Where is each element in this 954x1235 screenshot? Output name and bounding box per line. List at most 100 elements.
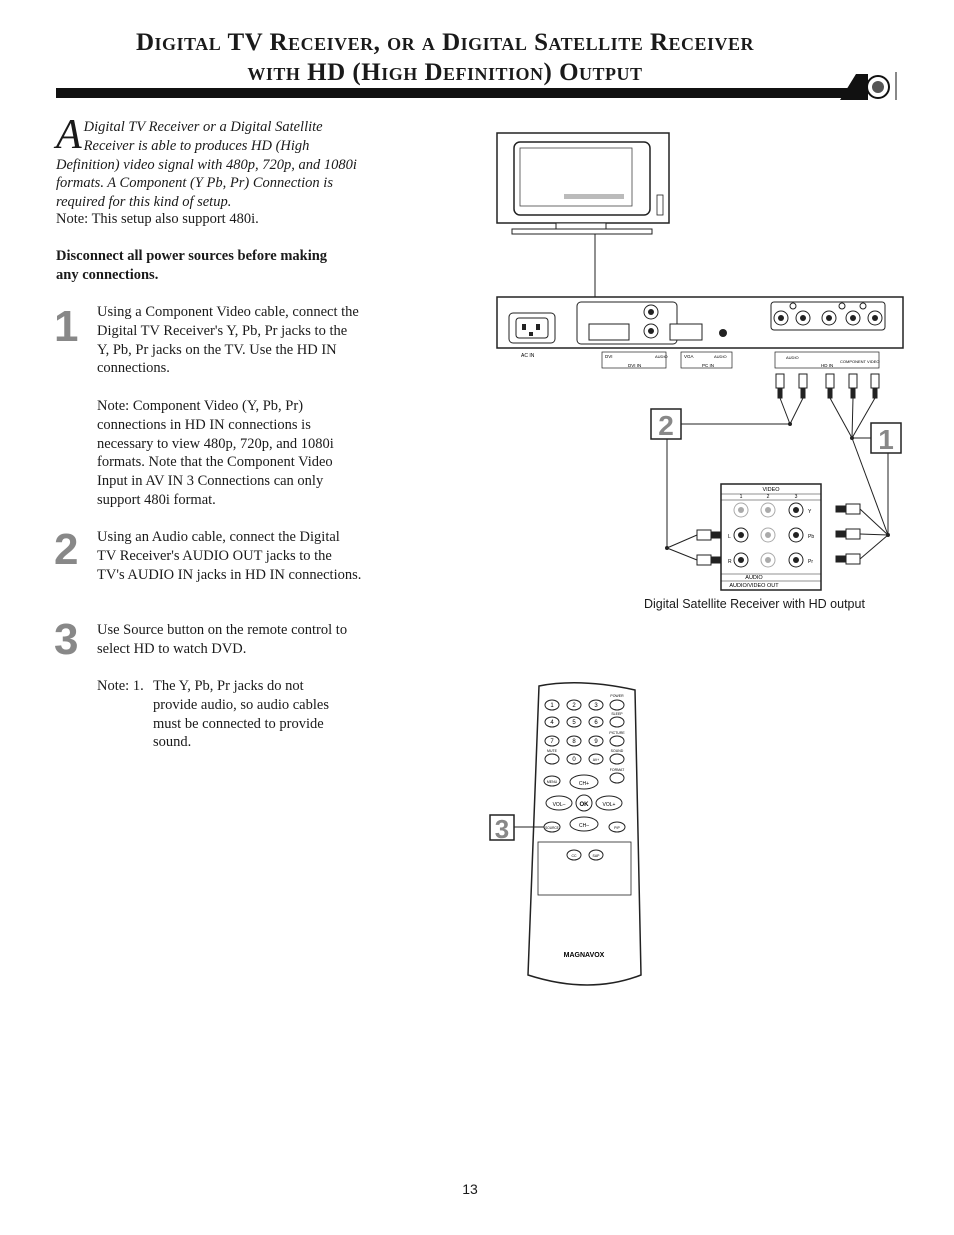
- receiver-r-label: R: [728, 559, 732, 565]
- final-note-prefix: Note: 1.: [97, 678, 144, 694]
- remote-vol-down-label: VOL–: [553, 802, 566, 808]
- page-title-line-1: Digital TV Receiver, or a Digital Satell…: [135, 29, 755, 56]
- remote-sleep-label: SLEEP: [611, 712, 623, 716]
- receiver-video-label: VIDEO: [762, 487, 780, 493]
- remote-vol-down-button[interactable]: [545, 795, 573, 811]
- remote-picture-button[interactable]: [609, 735, 625, 747]
- header-rule: [56, 88, 852, 98]
- remote-power-button[interactable]: [609, 699, 625, 711]
- step-number-1: 1: [54, 302, 79, 351]
- diagram-caption: Digital Satellite Receiver with HD outpu…: [644, 597, 865, 611]
- remote-cc-label: CC: [571, 854, 577, 858]
- remote-key-label-1: 1: [550, 703, 554, 709]
- cable-plugs-receiver: [696, 503, 861, 566]
- remote-control-illustration: 3 POWER SLEEP PICTURE SOUND FORMAT MUTE …: [489, 682, 642, 986]
- remote-sound-button[interactable]: [609, 753, 625, 765]
- remote-vol-up-button[interactable]: [595, 795, 623, 811]
- step-1-text: Using a Component Video cable, connect t…: [97, 304, 359, 377]
- step-3-text: Use Source button on the remote control …: [97, 622, 348, 657]
- step-1-note: Note: Component Video (Y, Pb, Pr) connec…: [97, 398, 334, 508]
- hd-in-label: HD IN: [821, 363, 833, 368]
- drop-cap: A: [56, 112, 82, 158]
- final-note: Note: 1. The Y, Pb, Pr jacks do not provi…: [97, 677, 362, 752]
- remote-key-label-3: 3: [594, 703, 598, 709]
- remote-picture-label: PICTURE: [609, 731, 625, 735]
- receiver-col-3: 3: [795, 494, 798, 500]
- remote-format-label: FORMAT: [610, 768, 625, 772]
- remote-menu-button[interactable]: [543, 775, 561, 787]
- remote-ok-button[interactable]: [575, 794, 593, 812]
- callout-box-3: [489, 814, 515, 841]
- tv-rear-panel: [496, 296, 904, 349]
- remote-key-5[interactable]: [566, 716, 582, 728]
- remote-ch-down-button[interactable]: [569, 816, 599, 832]
- remote-power-label: POWER: [610, 694, 624, 698]
- receiver-col-2: 2: [767, 494, 770, 500]
- hd-audio-label: AUDIO: [786, 355, 799, 360]
- remote-key-label-7: 7: [550, 739, 554, 745]
- cable-plugs-tv: [775, 373, 880, 399]
- page-title-line-2: with HD (High Definition) Output: [247, 59, 643, 86]
- component-video-label: COMPONENT VIDEO: [840, 359, 880, 364]
- receiver-pb-label: Pb: [808, 534, 814, 540]
- callout-1: 1: [878, 424, 894, 455]
- remote-ch-up-button[interactable]: [569, 774, 599, 790]
- remote-key-label-8: 8: [572, 739, 576, 745]
- dvi-audio-label: AUDIO: [655, 354, 668, 359]
- callout-3: 3: [495, 814, 509, 844]
- remote-lower-panel: [537, 841, 632, 896]
- page-number: 13: [462, 1181, 478, 1197]
- step-number-2: 2: [54, 525, 79, 574]
- remote-key-8[interactable]: [566, 735, 582, 747]
- remote-key-4[interactable]: [544, 716, 560, 728]
- remote-key-6[interactable]: [588, 716, 604, 728]
- remote-sap-label: SAP: [592, 854, 600, 858]
- remote-key-label-9: 9: [594, 739, 598, 745]
- dvi-label: DVI: [605, 354, 613, 359]
- step-2-text: Using an Audio cable, connect the Digita…: [97, 529, 362, 583]
- remote-key-0[interactable]: [566, 753, 582, 765]
- receiver-l-label: L: [728, 534, 731, 540]
- remote-vol-up-label: VOL+: [603, 802, 616, 808]
- remote-key-label-2: 2: [572, 703, 576, 709]
- remote-key-label-0: 0: [572, 757, 576, 763]
- power-warning: Disconnect all power sources before maki…: [56, 248, 328, 283]
- remote-cc-button[interactable]: [566, 849, 582, 861]
- remote-key-3[interactable]: [588, 699, 604, 711]
- remote-pip-label: PIP: [614, 826, 620, 830]
- remote-format-button[interactable]: [609, 772, 625, 784]
- remote-key-1[interactable]: [544, 699, 560, 711]
- remote-key-9[interactable]: [588, 735, 604, 747]
- remote-avplus-button[interactable]: [588, 753, 604, 765]
- callout-box-2: [650, 408, 682, 440]
- remote-sap-button[interactable]: [588, 849, 604, 861]
- remote-sleep-button[interactable]: [609, 716, 625, 728]
- remote-key-label-4: 4: [550, 720, 554, 726]
- remote-ok-label: OK: [580, 802, 590, 808]
- dvi-in-label: DVI IN: [628, 363, 641, 368]
- intro-note: Note: This setup also support 480i.: [56, 211, 259, 227]
- remote-menu-label: MENU: [547, 780, 558, 784]
- remote-source-button[interactable]: [543, 821, 561, 833]
- remote-avplus-label: AV+: [593, 758, 599, 762]
- remote-key-2[interactable]: [566, 699, 582, 711]
- intro-text: Digital TV Receiver or a Digital Satelli…: [56, 119, 357, 211]
- vga-audio-label: AUDIO: [714, 354, 727, 359]
- callout-box-1: [870, 422, 902, 454]
- vga-label: VGA: [684, 354, 694, 359]
- remote-mute-button[interactable]: [544, 753, 560, 765]
- remote-sound-label: SOUND: [611, 749, 624, 753]
- remote-pip-button[interactable]: [608, 821, 626, 833]
- receiver-pr-label: Pr: [808, 559, 813, 565]
- receiver-audio-label: AUDIO: [745, 575, 763, 581]
- remote-key-label-5: 5: [572, 720, 576, 726]
- remote-key-7[interactable]: [544, 735, 560, 747]
- final-note-text: The Y, Pb, Pr jacks do not provide audio…: [153, 678, 329, 751]
- tv-illustration: [496, 132, 670, 235]
- receiver-col-1: 1: [740, 494, 743, 500]
- callout-2: 2: [658, 410, 674, 441]
- remote-source-label: SOURCE: [545, 826, 559, 830]
- step-number-3: 3: [54, 615, 79, 664]
- remote-key-label-6: 6: [594, 720, 598, 726]
